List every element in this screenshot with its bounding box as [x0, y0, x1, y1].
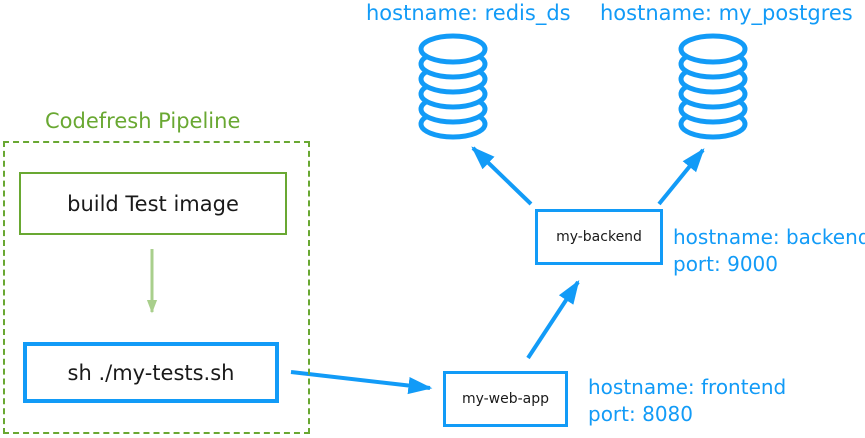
frontend-info-label: hostname: frontend port: 8080: [588, 374, 786, 428]
redis-hostname-label: hostname: redis_ds: [366, 1, 571, 25]
webapp-service-node: my-web-app: [443, 371, 568, 427]
backend-info-label: hostname: backend port: 9000: [673, 224, 865, 278]
frontend-port-text: port: 8080: [588, 402, 693, 426]
arrow-backend-to-postgres: [657, 148, 705, 206]
arrow-tests-to-webapp: [290, 370, 433, 395]
frontend-hostname-text: hostname: frontend: [588, 375, 787, 399]
pipeline-step-build: build Test image: [19, 172, 287, 235]
pipeline-boundary: [3, 141, 310, 434]
pipeline-step-tests: sh ./my-tests.sh: [23, 342, 279, 403]
pipeline-step-tests-label: sh ./my-tests.sh: [67, 360, 235, 385]
postgres-database-icon: [678, 33, 748, 140]
postgres-hostname-label: hostname: my_postgres: [600, 1, 853, 25]
webapp-service-label: my-web-app: [461, 391, 550, 407]
backend-service-label: my-backend: [556, 229, 642, 245]
arrow-webapp-to-backend: [526, 279, 580, 360]
backend-service-node: my-backend: [535, 209, 663, 265]
pipeline-title: Codefresh Pipeline: [45, 109, 241, 133]
backend-hostname-text: hostname: backend: [673, 225, 865, 249]
pipeline-step-build-label: build Test image: [67, 191, 239, 216]
arrow-backend-to-redis: [471, 146, 533, 206]
redis-database-icon: [418, 33, 488, 140]
backend-port-text: port: 9000: [673, 252, 778, 276]
